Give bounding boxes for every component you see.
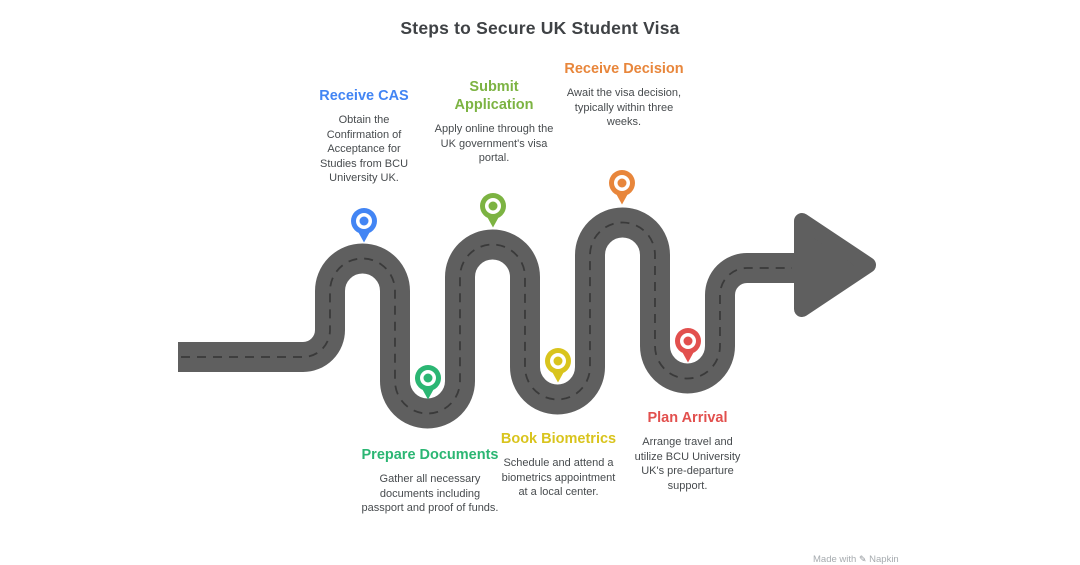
step-description: Await the visa decision, typically withi… <box>566 87 682 129</box>
step-title: Submit Application <box>454 79 534 114</box>
road-center-dashes <box>181 221 792 415</box>
step-title: Receive CAS <box>319 88 409 104</box>
step-receive-cas: Receive CAS Obtain the Confirmation of A… <box>299 87 429 186</box>
page-title: Steps to Secure UK Student Visa <box>400 18 680 38</box>
watermark: Made with ✎ Napkin <box>813 554 923 565</box>
map-pin-receive-decision-icon <box>609 170 635 205</box>
step-description: Gather all necessary documents including… <box>361 473 499 515</box>
step-description: Arrange travel and utilize BCU Universit… <box>634 436 741 492</box>
step-description: Obtain the Confirmation of Acceptance fo… <box>319 114 409 185</box>
step-prepare-documents: Prepare Documents Gather all necessary d… <box>361 446 499 516</box>
map-pin-prepare-documents-icon <box>415 365 441 400</box>
step-title: Plan Arrival <box>647 410 728 426</box>
pen-icon: ✎ <box>858 554 867 564</box>
map-pin-book-biometrics-icon <box>545 348 571 383</box>
map-pin-submit-application-icon <box>480 193 506 228</box>
arrowhead-icon <box>794 213 876 317</box>
step-title: Receive Decision <box>564 61 684 77</box>
step-submit-application: Submit Application Apply online through … <box>432 78 556 166</box>
map-pin-receive-cas-icon <box>351 208 377 243</box>
step-plan-arrival: Plan Arrival Arrange travel and utilize … <box>625 409 750 493</box>
road-path <box>178 207 804 429</box>
step-description: Apply online through the UK government's… <box>434 123 554 165</box>
step-book-biometrics: Book Biometrics Schedule and attend a bi… <box>496 430 621 500</box>
step-receive-decision: Receive Decision Await the visa decision… <box>563 60 685 130</box>
step-description: Schedule and attend a biometrics appoint… <box>501 457 616 499</box>
step-title: Prepare Documents <box>361 447 499 463</box>
watermark-prefix: Made with <box>813 554 857 565</box>
map-pin-plan-arrival-icon <box>675 328 701 363</box>
watermark-brand: Napkin <box>869 554 899 565</box>
step-title: Book Biometrics <box>500 431 617 447</box>
